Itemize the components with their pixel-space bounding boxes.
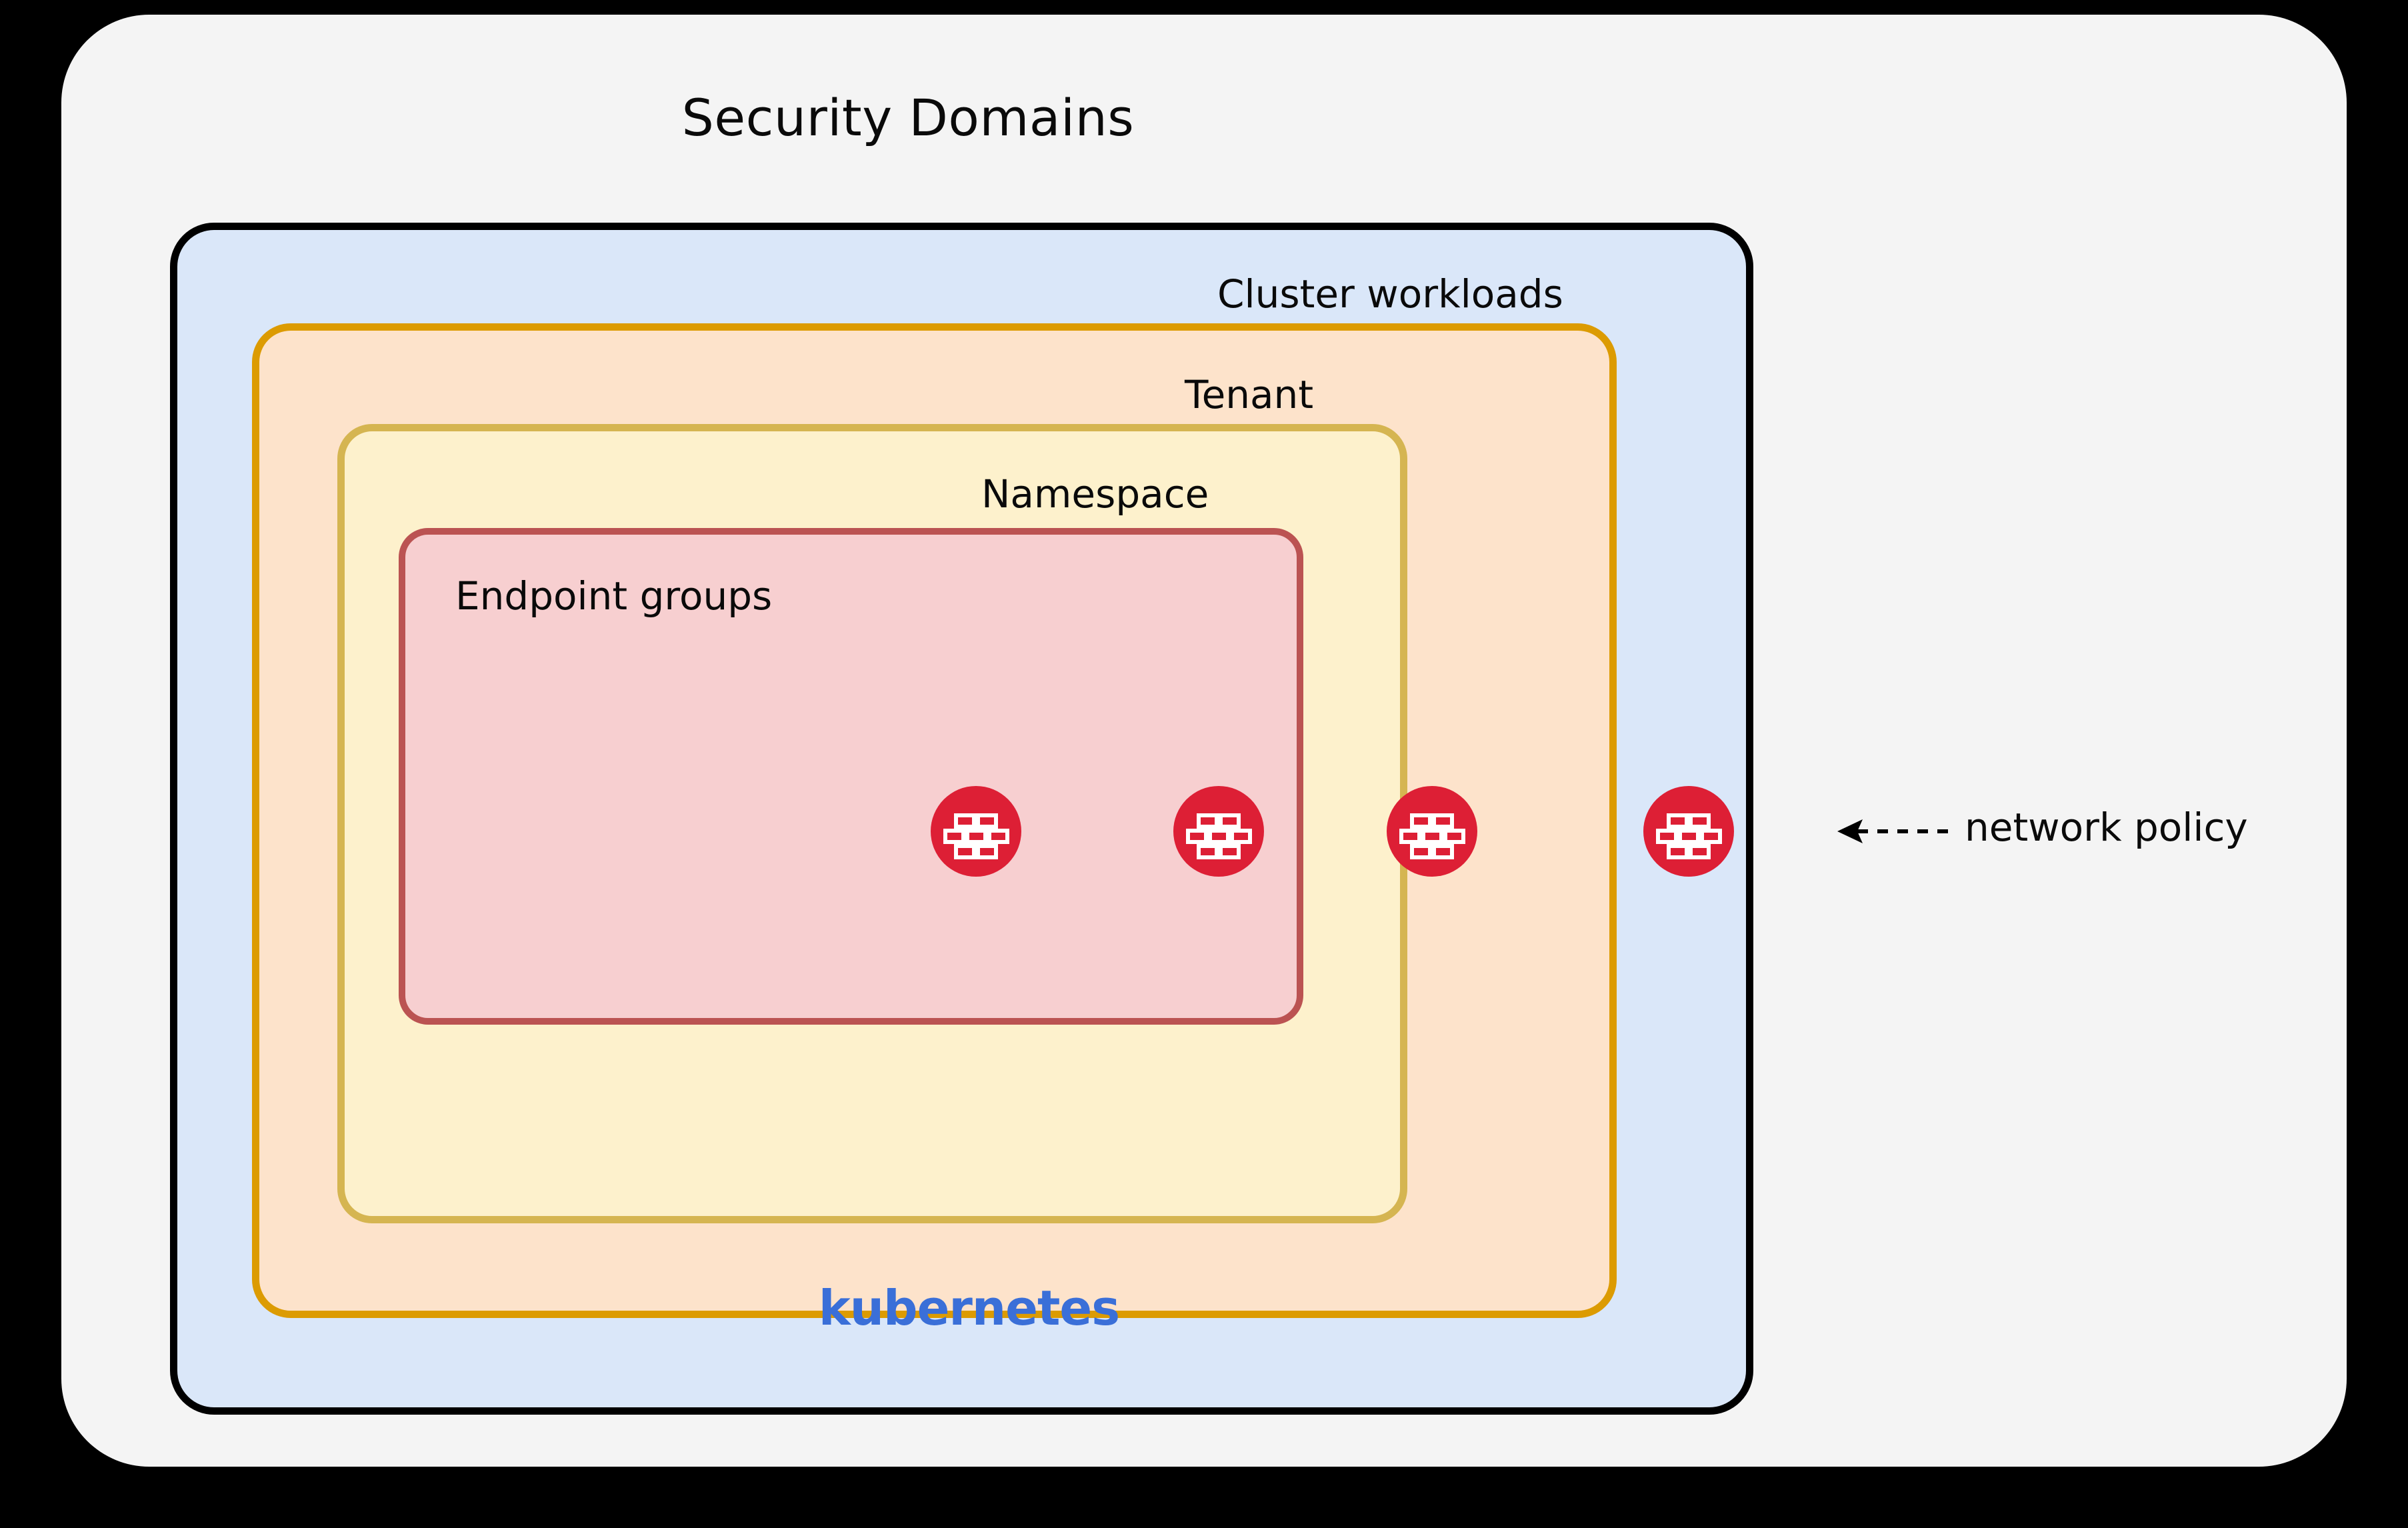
kubernetes-wordmark: kubernetes	[818, 1280, 1120, 1336]
firewall-brick-icon	[943, 813, 1009, 859]
firewall-brick-icon	[1656, 813, 1722, 859]
firewall-brick-icon	[1186, 813, 1252, 859]
layer-endpoint-groups[interactable]: Endpoint groups	[399, 528, 1303, 1025]
network-policy-label: network policy	[1965, 805, 2248, 850]
layer-label-namespace: Namespace	[981, 471, 1209, 517]
dashed-left-arrow-icon	[1837, 819, 1948, 843]
diagram-card: Security Domains Cluster workloads Tenan…	[61, 15, 2347, 1467]
page-title: Security Domains	[681, 88, 1135, 147]
firewall-brick-icon	[1399, 813, 1465, 859]
layer-namespace[interactable]: Namespace Endpoint groups	[337, 424, 1407, 1223]
firewall-badge-tenant[interactable]	[1387, 786, 1477, 877]
firewall-badge-cluster-workloads[interactable]	[1643, 786, 1734, 877]
layer-label-cluster-workloads: Cluster workloads	[1217, 271, 1563, 317]
layer-label-endpoint-groups: Endpoint groups	[455, 573, 773, 619]
layer-label-tenant: Tenant	[1185, 372, 1314, 417]
network-policy-arrow	[1835, 818, 1955, 845]
firewall-badge-endpoint-groups[interactable]	[931, 786, 1021, 877]
firewall-badge-namespace[interactable]	[1173, 786, 1264, 877]
